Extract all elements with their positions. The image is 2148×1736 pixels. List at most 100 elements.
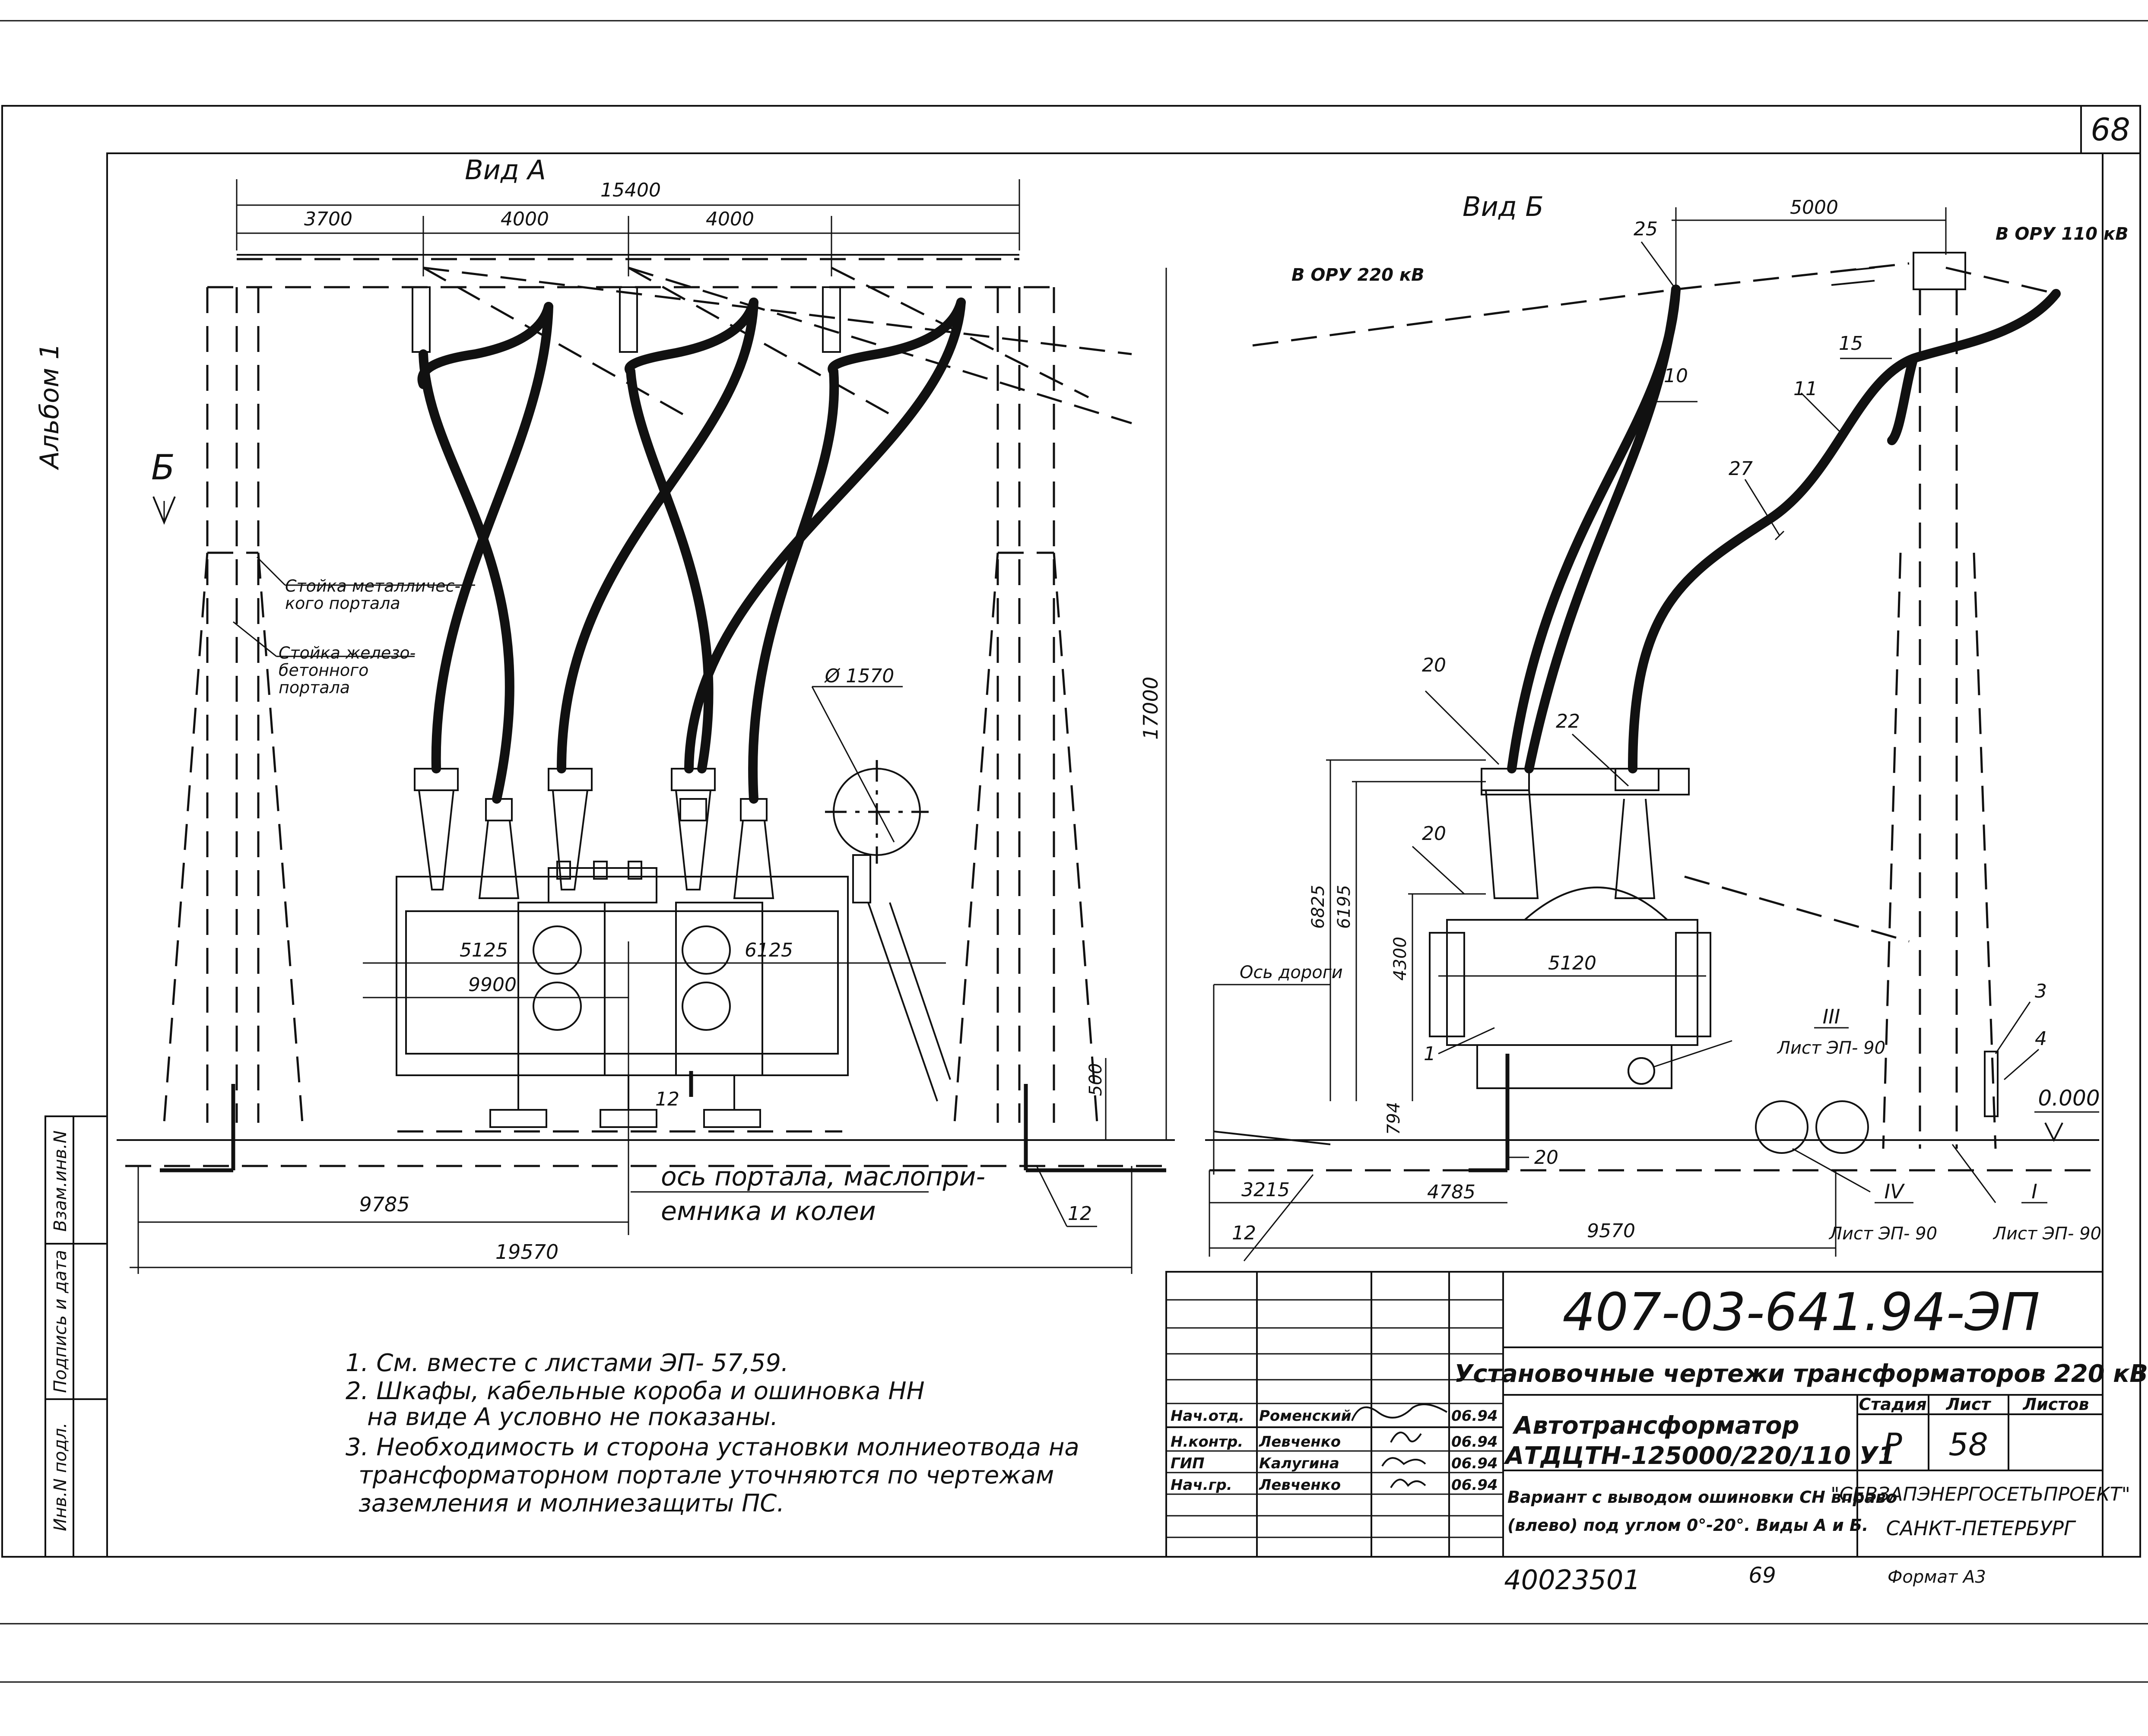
label-metal-post-1: Стойка металличес- (285, 577, 460, 596)
dim-diameter: Ø 1570 (824, 665, 895, 687)
pos-20-a: 20 (1422, 654, 1446, 676)
signer-role-3: ГИП (1171, 1455, 1205, 1472)
pos-20-c: 20 (1534, 1147, 1558, 1169)
pos-3: 3 (2035, 980, 2047, 1002)
stamp-ref: Взам.инв.N (51, 1131, 70, 1232)
sheet-value: 58 (1948, 1426, 1988, 1463)
view-a: Вид А 15400 3700 4000 4000 (117, 154, 1175, 1274)
item-title-1: Автотрансформатор (1512, 1412, 1799, 1440)
dim-9900: 9900 (468, 974, 517, 996)
dim-6825: 6825 (1308, 885, 1328, 929)
sheet-header: Лист (1946, 1395, 1992, 1414)
label-rc-post-1: Стойка железо- (279, 643, 416, 662)
note-1: 1. См. вместе с листами ЭП- 57,59. (346, 1349, 789, 1377)
sheets-header: Листов (2023, 1395, 2089, 1414)
dim-9570: 9570 (1587, 1220, 1635, 1242)
album-label: Альбом 1 (35, 343, 65, 471)
org-2: САНКТ-ПЕТЕРБУРГ (1886, 1517, 2076, 1540)
pos-15: 15 (1839, 333, 1863, 355)
level-0000: 0.000 (2038, 1086, 2100, 1111)
note-3c: заземления и молниезащиты ПС. (359, 1489, 784, 1517)
signer-date-2: 06.94 (1451, 1433, 1498, 1451)
doc-code: 407-03-641.94-ЭП (1562, 1283, 2040, 1343)
dim-15400: 15400 (600, 179, 661, 201)
dim-500: 500 (1086, 1063, 1106, 1096)
to-110-label: В ОРУ 110 кВ (1996, 224, 2129, 244)
signer-name-2: Левченко (1259, 1433, 1341, 1451)
dim-4785: 4785 (1427, 1181, 1475, 1203)
signer-date-4: 06.94 (1451, 1476, 1498, 1494)
signature-1 (1351, 1403, 1448, 1421)
label-rc-post-2: бетонного (279, 661, 368, 680)
ref-iii: III (1823, 1005, 1840, 1028)
pos-12-c: 12 (1232, 1222, 1256, 1244)
arrow-label-b: Б (151, 447, 175, 488)
signer-role-4: Нач.гр. (1171, 1476, 1232, 1494)
pos-12-a: 12 (655, 1088, 679, 1110)
title-block: 407-03-641.94-ЭП Установочные чертежи тр… (1165, 1271, 2148, 1558)
page-number: 68 (2091, 111, 2130, 148)
copy-number: 69 (1748, 1563, 1776, 1588)
signer-name-1: Роменский (1259, 1407, 1352, 1425)
dim-3700: 3700 (304, 208, 352, 230)
pos-27: 27 (1729, 458, 1753, 480)
axis-label-2: емника и колеи (661, 1196, 876, 1226)
dim-4300: 4300 (1390, 937, 1410, 981)
view-b-title: Вид Б (1463, 191, 1544, 222)
signer-name-4: Левченко (1259, 1476, 1341, 1494)
variant-1: Вариант с выводом ошиновки СН вправо (1507, 1488, 1897, 1507)
pos-20-b: 20 (1422, 823, 1446, 845)
note-3b: трансформаторном портале уточняются по ч… (359, 1461, 1054, 1489)
stage-value: Р (1883, 1426, 1902, 1463)
dim-5000: 5000 (1790, 196, 1838, 219)
notes: 1. См. вместе с листами ЭП- 57,59. 2. Шк… (346, 1349, 1079, 1517)
pos-10: 10 (1664, 365, 1688, 387)
transformer-tank-b (1446, 919, 1698, 1046)
label-rc-post-3: портала (279, 678, 350, 697)
org-1: "СЕВЗАПЭНЕРГОСЕТЬПРОЕКТ" (1831, 1483, 2130, 1505)
inner-frame (106, 152, 2104, 1558)
dim-5125: 5125 (460, 939, 508, 961)
project-title: Установочные чертежи трансформаторов 220… (1454, 1360, 2148, 1388)
ref-i: I (2031, 1180, 2037, 1203)
dim-6125: 6125 (745, 939, 793, 961)
signature-2 (1390, 1432, 1422, 1443)
dim-9785: 9785 (359, 1193, 409, 1216)
label-metal-post-2: кого портала (285, 594, 400, 613)
view-a-title: Вид А (465, 154, 546, 186)
note-2: 2. Шкафы, кабельные короба и ошиновка НН (346, 1377, 925, 1405)
view-b: Вид Б В ОРУ 220 кВ В ОРУ 110 кВ 5000 25 … (1205, 191, 2129, 1261)
signer-date-3: 06.94 (1451, 1455, 1498, 1472)
axis-label-1: ось портала, маслопри- (661, 1162, 985, 1192)
ref-i-sheet: Лист ЭП- 90 (1993, 1224, 2101, 1244)
stamp-sign: Подпись и дата (51, 1250, 70, 1393)
dim-19570: 19570 (495, 1240, 558, 1264)
signer-role-1: Нач.отд. (1171, 1407, 1244, 1425)
variant-2: (влево) под углом 0°-20°. Виды А и Б. (1507, 1516, 1868, 1535)
dim-794: 794 (1384, 1102, 1404, 1135)
signer-role-2: Н.контр. (1171, 1433, 1243, 1451)
pos-11: 11 (1793, 378, 1818, 400)
item-title-2: АТДЦТН-125000/220/110 У1 (1504, 1442, 1895, 1470)
note-2b: на виде А условно не показаны. (367, 1403, 778, 1431)
dim-6195: 6195 (1334, 885, 1354, 929)
ref-iii-sheet: Лист ЭП- 90 (1777, 1038, 1885, 1058)
signature-4 (1390, 1479, 1426, 1489)
dim-17000: 17000 (1139, 677, 1162, 740)
road-axis-label: Ось дороги (1240, 963, 1343, 982)
ref-iv: IV (1884, 1180, 1905, 1203)
pos-12-b: 12 (1068, 1203, 1092, 1225)
dim-3215: 3215 (1241, 1179, 1290, 1201)
stage-header: Стадия (1859, 1395, 1926, 1414)
signature-3 (1381, 1457, 1426, 1467)
format-label: Формат А3 (1888, 1567, 1986, 1587)
side-stamp: Взам.инв.N Подпись и дата Инв.N подл. (44, 1115, 108, 1558)
dim-5120: 5120 (1548, 952, 1596, 974)
dim-4000-b: 4000 (706, 208, 754, 230)
transformer-bushings (414, 768, 774, 899)
pos-4: 4 (2035, 1028, 2047, 1050)
pos-1: 1 (1424, 1043, 1436, 1065)
transformer-tank-a (396, 876, 849, 1076)
signer-date-1: 06.94 (1451, 1407, 1498, 1425)
